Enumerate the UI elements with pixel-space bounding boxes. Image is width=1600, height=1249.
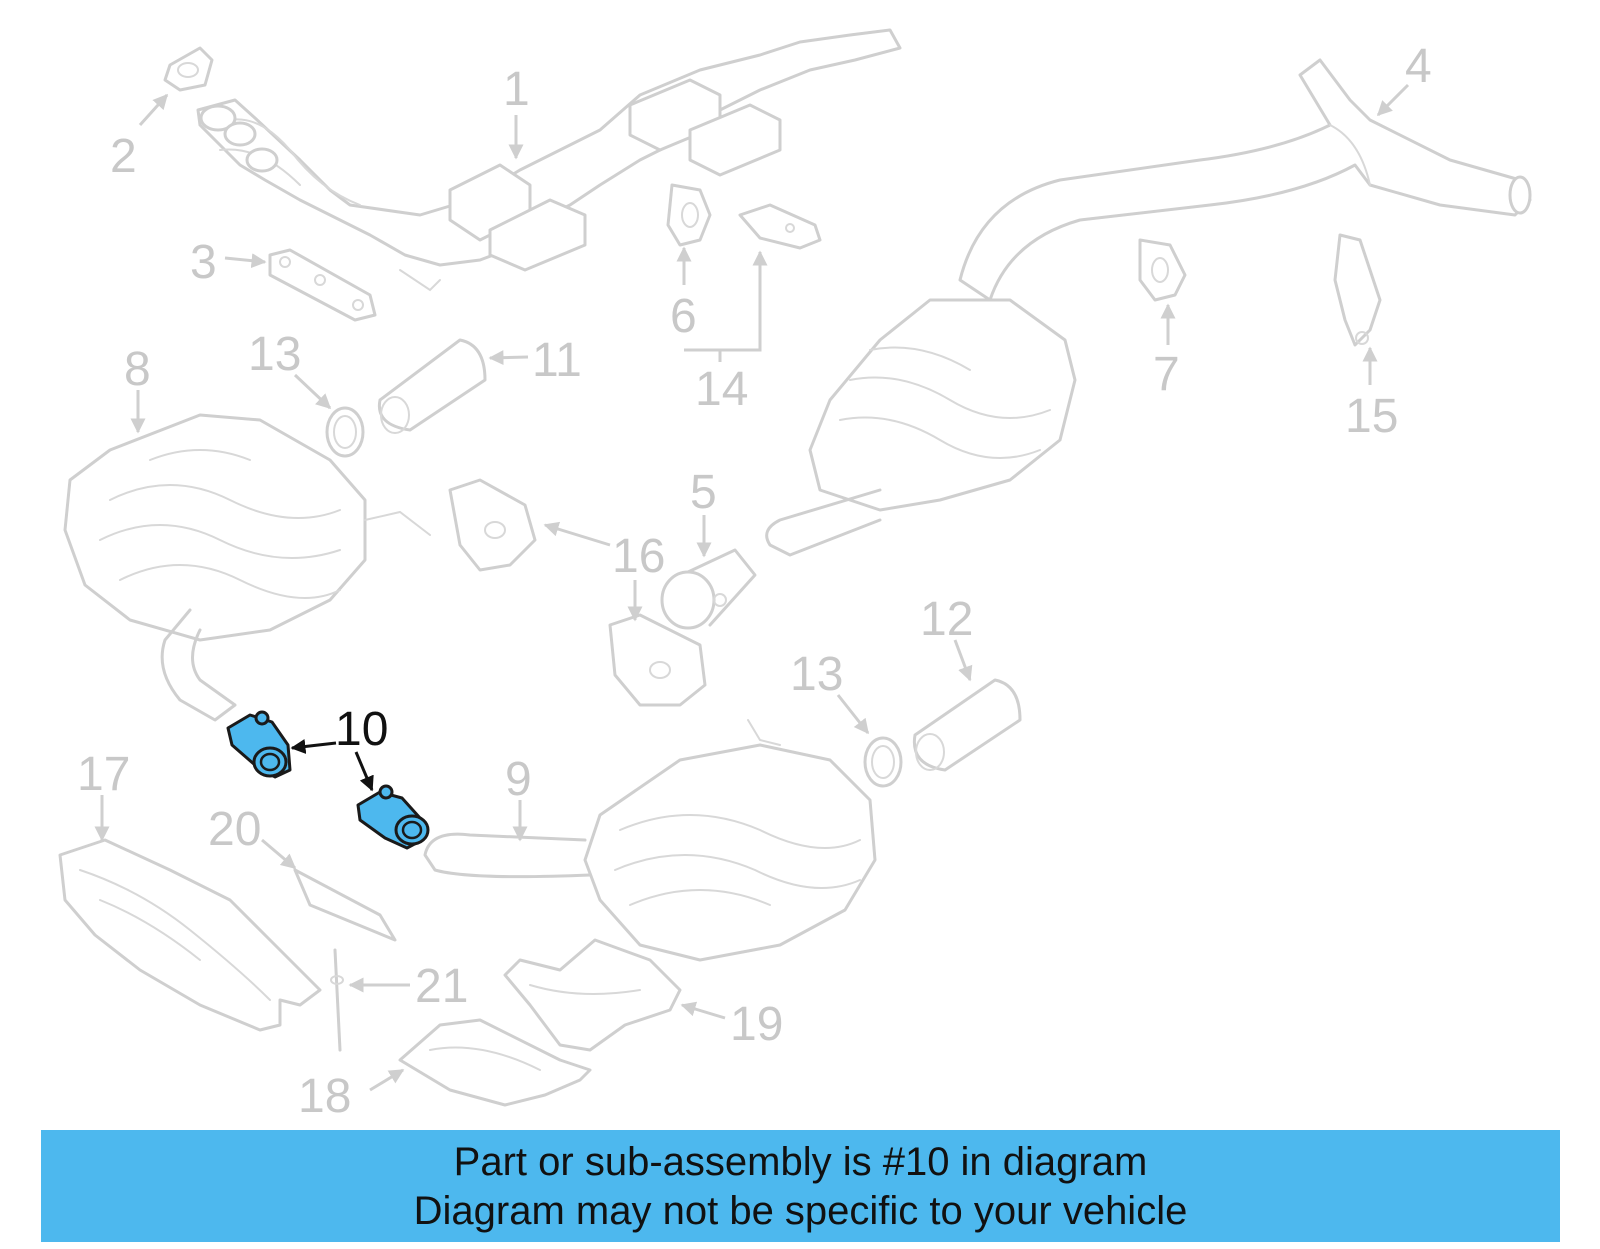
callout-21: 21	[415, 960, 468, 1013]
callout-6: 6	[670, 290, 697, 343]
callout-labels: 1 2 3 4 5 6 7 8 9 10 11 12 13 13 14 15 1…	[77, 40, 1432, 1123]
rear-silencer-upper	[765, 298, 1077, 557]
callout-13-upper: 13	[248, 328, 301, 381]
part-17-heat-shield	[58, 838, 322, 1032]
part-3-flange-gasket	[268, 248, 377, 322]
callout-19: 19	[730, 998, 783, 1051]
part-19-heat-shield	[503, 938, 682, 1052]
part-16-mount-upper	[448, 478, 537, 572]
callout-14: 14	[695, 363, 748, 416]
part-7-hanger	[1138, 238, 1187, 302]
callout-10: 10	[335, 703, 388, 756]
callout-13-lower: 13	[790, 648, 843, 701]
callout-4: 4	[1405, 40, 1432, 93]
part-9-muffler-right	[423, 719, 877, 962]
callout-17: 17	[77, 748, 130, 801]
part-13-clamp-lower	[863, 736, 903, 788]
callout-7: 7	[1153, 348, 1180, 401]
callout-12: 12	[920, 593, 973, 646]
part-6-hanger	[666, 183, 712, 247]
part-11-tailpipe-tip	[377, 338, 487, 434]
callout-3: 3	[190, 236, 217, 289]
part-5-clamp	[660, 548, 757, 630]
callout-16: 16	[612, 530, 665, 583]
part-10-sleeve-lower[interactable]	[356, 784, 430, 850]
leader-lines	[94, 83, 1410, 1092]
part-13-clamp-upper	[325, 406, 365, 458]
part-18-heat-shield	[398, 1018, 592, 1107]
info-banner: Part or sub-assembly is #10 in diagram D…	[41, 1130, 1560, 1242]
part-14-bracket	[738, 203, 822, 250]
banner-line-part: Part or sub-assembly is #10 in diagram	[453, 1140, 1148, 1184]
callout-2: 2	[110, 130, 137, 183]
part-21-clip	[330, 948, 344, 1052]
callout-8: 8	[124, 343, 151, 396]
part-4-rear-pipe	[958, 58, 1532, 302]
part-12-tailpipe-tip	[912, 678, 1022, 772]
part-1-front-pipe-catalysts	[196, 28, 902, 292]
callout-9: 9	[505, 753, 532, 806]
callout-1: 1	[503, 63, 530, 116]
part-10-sleeve-upper[interactable]	[226, 710, 292, 779]
part-15-bracket	[1333, 233, 1382, 347]
callout-15: 15	[1345, 390, 1398, 443]
callout-5: 5	[690, 466, 717, 519]
part-2-gasket	[163, 46, 214, 92]
callout-11: 11	[532, 334, 582, 387]
callout-18: 18	[298, 1070, 351, 1123]
part-8-muffler-left	[63, 413, 431, 722]
banner-line-disclaimer: Diagram may not be specific to your vehi…	[413, 1189, 1188, 1233]
part-16-mount-lower	[608, 613, 707, 707]
part-20-heat-shield	[293, 868, 397, 942]
callout-20: 20	[208, 803, 261, 856]
